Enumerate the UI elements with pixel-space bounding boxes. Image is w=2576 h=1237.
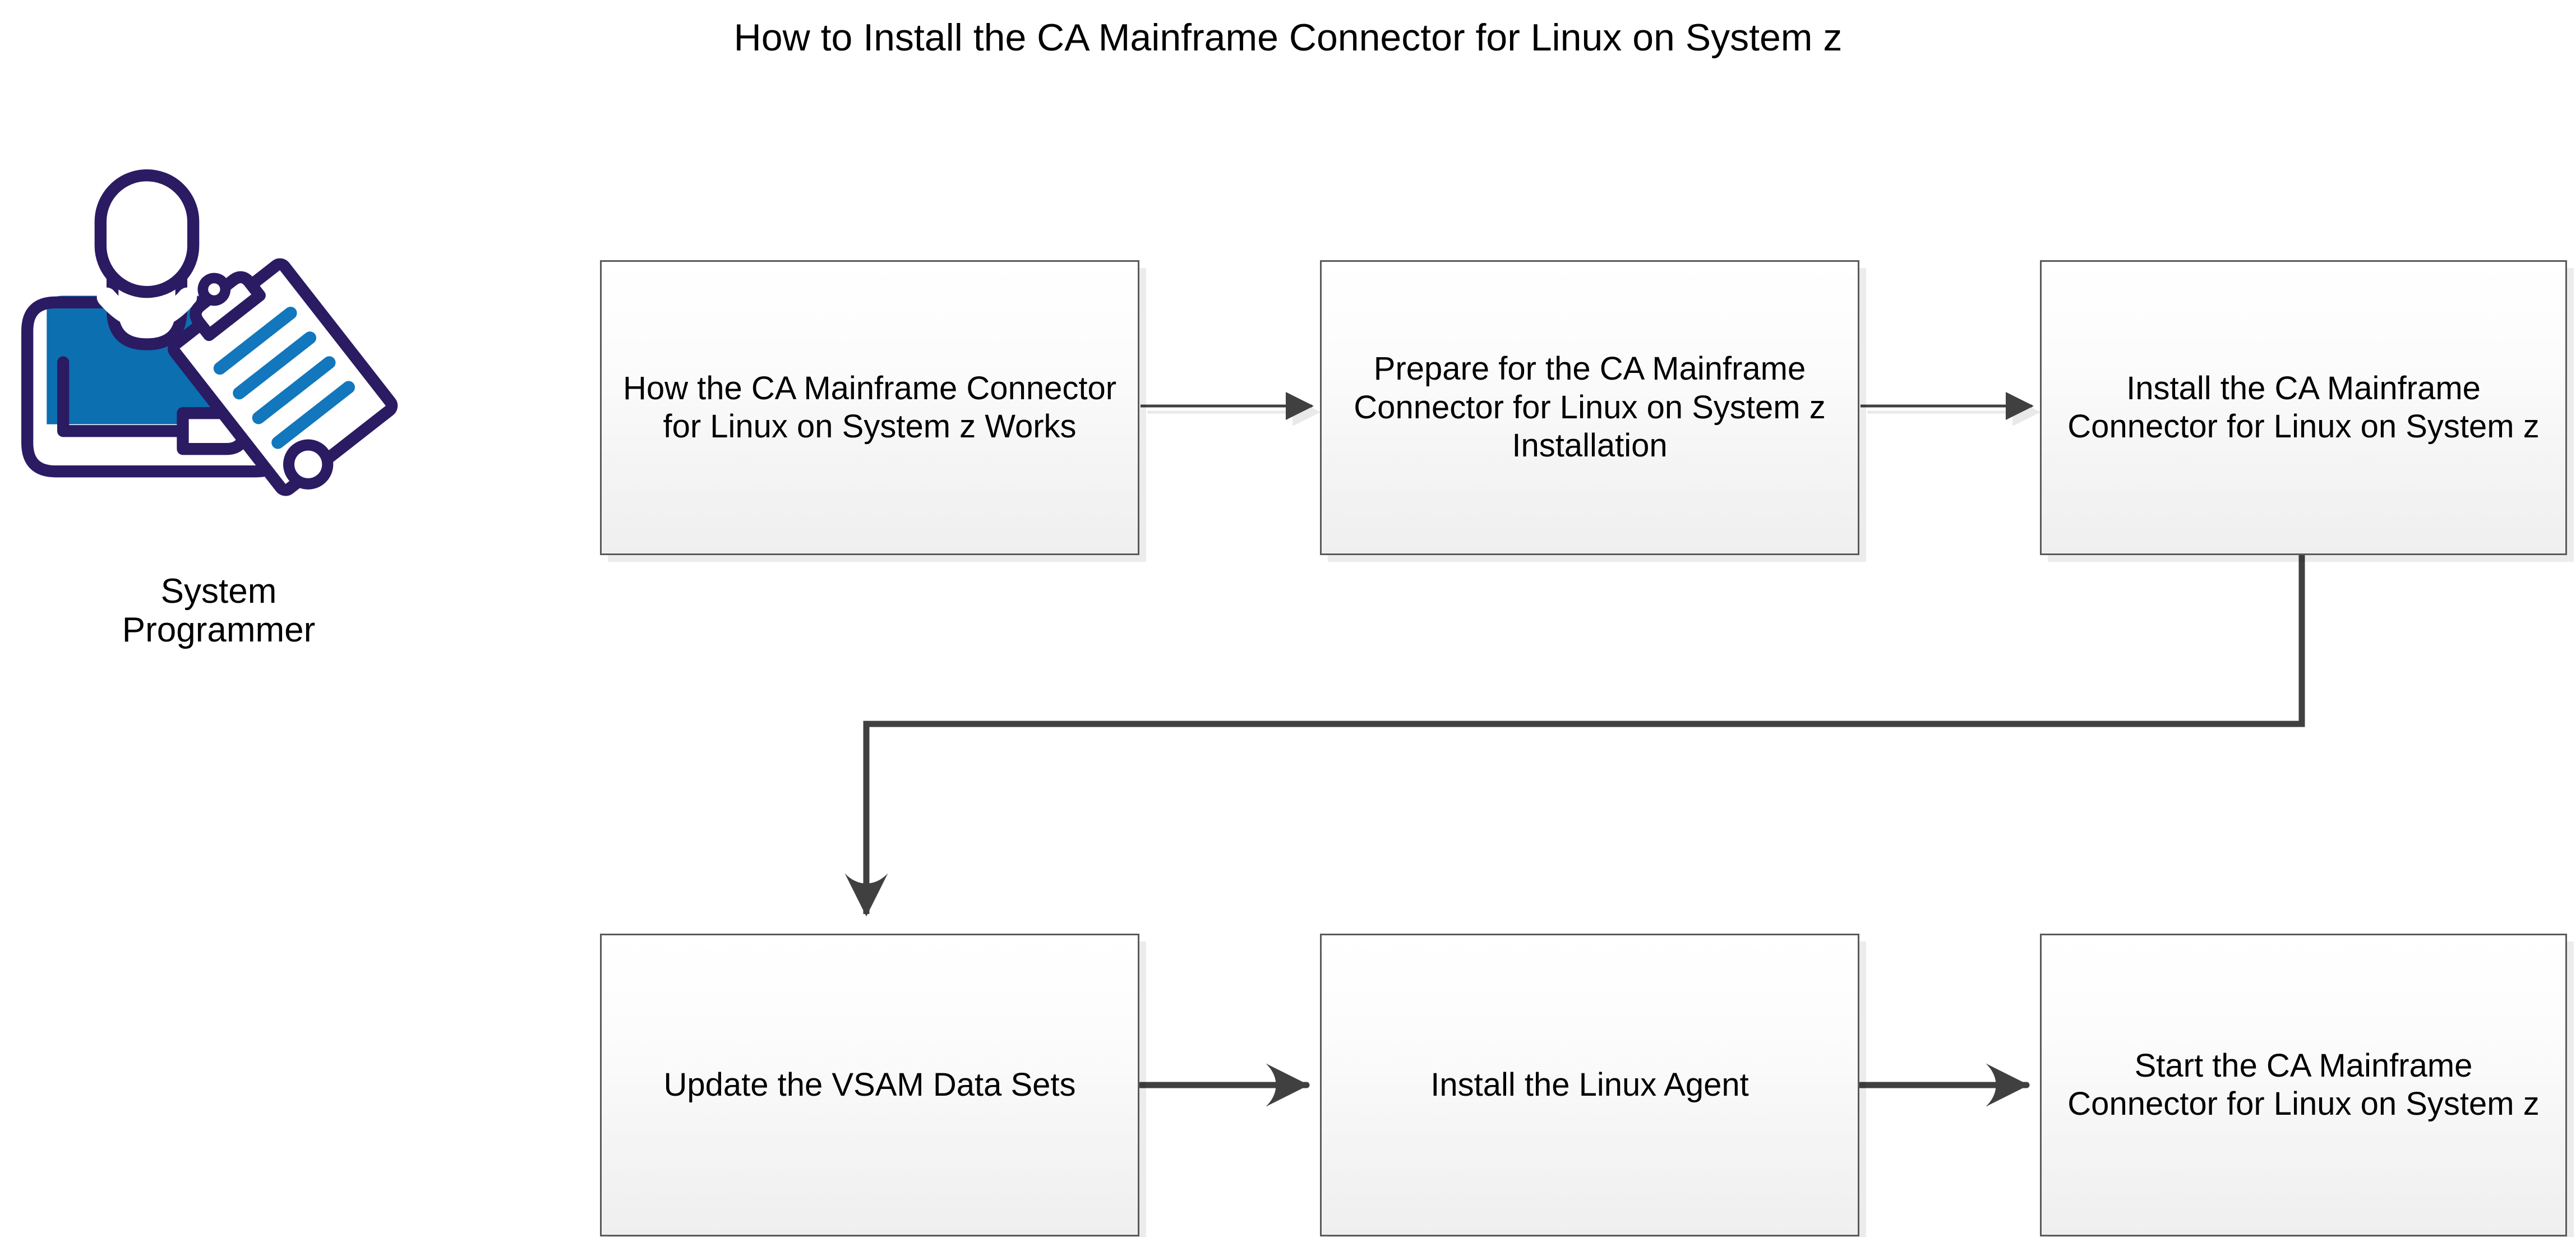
process-node-prepare[interactable]: Prepare for the CA Mainframe Connector f… [1320, 260, 1859, 555]
process-node-label: Prepare for the CA Mainframe Connector f… [1354, 350, 1826, 464]
process-node-start-cmc[interactable]: Start the CA Mainframe Connector for Lin… [2040, 934, 2567, 1236]
process-node-how-it-works[interactable]: How the CA Mainframe Connector for Linux… [600, 260, 1139, 555]
process-node-label: Start the CA Mainframe Connector for Lin… [2067, 1047, 2540, 1122]
persona-label-line2: Programmer [122, 611, 316, 650]
process-node-label: Install the CA Mainframe Connector for L… [2067, 370, 2540, 445]
process-node-label: Update the VSAM Data Sets [663, 1066, 1076, 1103]
process-node-label: Install the Linux Agent [1430, 1066, 1749, 1103]
page-title: How to Install the CA Mainframe Connecto… [733, 16, 1843, 59]
persona-system-programmer: System Programmer [6, 140, 432, 650]
connector-install-cmc-to-update-vsam [844, 555, 2305, 917]
process-node-install-cmc[interactable]: Install the CA Mainframe Connector for L… [2040, 260, 2567, 555]
process-node-update-vsam[interactable]: Update the VSAM Data Sets [600, 934, 1139, 1236]
system-programmer-person-with-clipboard-icon [21, 169, 398, 496]
persona-label: System Programmer [6, 572, 432, 650]
process-node-install-agent[interactable]: Install the Linux Agent [1320, 934, 1859, 1236]
persona-label-line1: System [160, 572, 277, 611]
process-node-label: How the CA Mainframe Connector for Linux… [622, 370, 1117, 445]
